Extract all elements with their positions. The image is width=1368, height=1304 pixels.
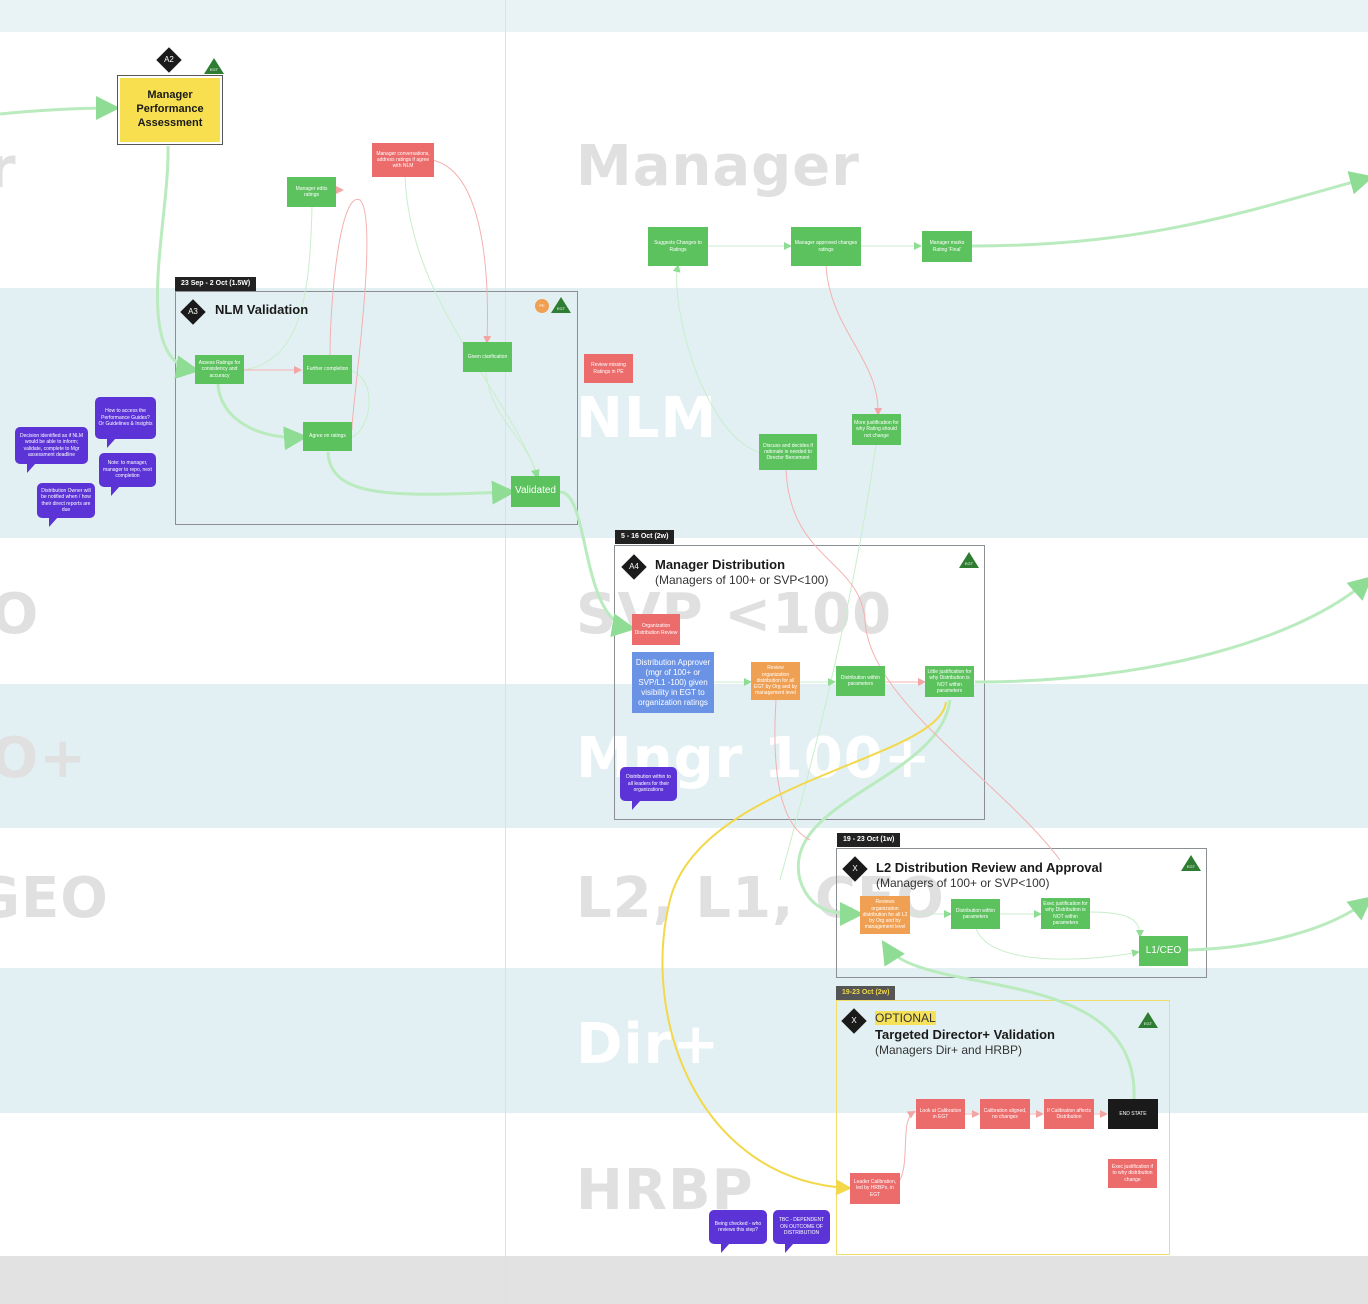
a2-badge: A2 bbox=[164, 55, 174, 64]
connector-a4-exit bbox=[974, 576, 1368, 684]
a3-tag-icon bbox=[551, 297, 571, 313]
node-l2-exec-justification[interactable]: Exec justification for why Distribution … bbox=[1041, 898, 1090, 929]
a4-badge: A4 bbox=[629, 562, 639, 571]
lane-label-left-1: r bbox=[0, 136, 17, 201]
lane-label-dir: Dir+ bbox=[576, 1012, 721, 1077]
l2-title: L2 Distribution Review and Approval bbox=[876, 860, 1103, 875]
connector-incoming-a2 bbox=[0, 96, 120, 121]
node-discuss-and-decides[interactable]: Discuss and decides if rationale is need… bbox=[759, 434, 817, 470]
connector-validated-to-a4 bbox=[559, 490, 636, 637]
connector-a4-to-optional bbox=[661, 701, 947, 1196]
optional-tag-text: EGT bbox=[1143, 1021, 1153, 1026]
node-a4-within-parameters[interactable]: Distribution within parameters bbox=[836, 666, 885, 696]
node-leader-calibration[interactable]: Leader Calibration, led by HRBPs, in EGT bbox=[850, 1173, 900, 1204]
node-l1-ceo[interactable]: L1/CEO bbox=[1139, 936, 1188, 966]
node-l2-within-parameters[interactable]: Distribution within parameters bbox=[951, 899, 1000, 929]
node-more-justification[interactable]: More justification for why Rating should… bbox=[852, 414, 901, 445]
node-validated[interactable]: Validated bbox=[511, 476, 560, 507]
node-manager-approved-changes[interactable]: Manager approved changes ratings bbox=[791, 227, 861, 266]
lane-label-nlm: NLM bbox=[576, 386, 718, 451]
a3-tag-text: EGT bbox=[556, 306, 566, 311]
lane-label-left-4: GEO bbox=[0, 866, 109, 931]
l2-badge: X bbox=[852, 864, 858, 873]
optional-title: Targeted Director+ Validation bbox=[875, 1027, 1056, 1042]
bottom-margin bbox=[0, 1256, 1368, 1304]
node-look-at-calibration[interactable]: Look at Calibration in EGT bbox=[916, 1099, 965, 1129]
optional-frame bbox=[836, 1000, 1170, 1255]
note-manager-to-repo: Note: to manager, manager to repo, next … bbox=[99, 453, 156, 496]
optional-subtitle: (Managers Dir+ and HRBP) bbox=[875, 1043, 1023, 1057]
lane-dir bbox=[0, 968, 1368, 1113]
optional-date-tag: 19-23 Oct (2w) bbox=[836, 986, 896, 1000]
a4-subtitle: (Managers of 100+ or SVP<100) bbox=[655, 573, 829, 587]
node-a4-justification[interactable]: Little justification for why Distributio… bbox=[925, 666, 974, 697]
node-review-missing-ratings[interactable]: Review missing Ratings in PE bbox=[584, 354, 633, 383]
connector-a2-to-assess bbox=[156, 145, 200, 380]
connector-manager-exit bbox=[971, 171, 1368, 248]
a3-frame bbox=[175, 291, 578, 525]
node-optional-exec-justification[interactable]: Exec justification if to why distributio… bbox=[1108, 1159, 1157, 1188]
node-manager-performance-assessment[interactable]: Manager Performance Assessment bbox=[117, 75, 223, 145]
lane-label-left-3: OO+ bbox=[0, 726, 88, 791]
optional-highlight: OPTIONAL bbox=[875, 1011, 936, 1025]
connector-agree-to-validated bbox=[326, 451, 516, 505]
l2-tag-text: EGT bbox=[1186, 864, 1196, 869]
connector-a4-to-l2 bbox=[796, 699, 952, 926]
node-agree-on-ratings[interactable]: Agree on ratings bbox=[303, 422, 352, 451]
a3-date-tag: 23 Sep - 2 Oct (1.5W) bbox=[175, 277, 257, 291]
node-assess-ratings[interactable]: Assess Ratings for consistency and accur… bbox=[195, 355, 244, 384]
a4-title: Manager Distribution bbox=[655, 557, 786, 572]
node-further-completion[interactable]: Further completion bbox=[303, 355, 352, 384]
note-a4-distribution: Distribution within to all leaders for t… bbox=[620, 767, 677, 810]
a3-badge: A3 bbox=[188, 307, 198, 316]
l2-date-tag: 19 - 23 Oct (1w) bbox=[837, 833, 901, 847]
l2-tag-icon bbox=[1181, 855, 1201, 871]
lane-label-left-2: OO bbox=[0, 582, 40, 647]
column-divider bbox=[505, 0, 506, 1304]
node-distribution-approver[interactable]: Distribution Approver (mgr of 100+ or SV… bbox=[632, 652, 714, 713]
node-manager-marks-final[interactable]: Manager marks Rating 'Final' bbox=[922, 231, 972, 262]
optional-badge: X bbox=[851, 1016, 857, 1025]
connector-end-to-l2 bbox=[881, 939, 1136, 1101]
top-margin bbox=[0, 0, 1368, 32]
note-decision-identified: Decision identified as if NLM would be a… bbox=[15, 427, 88, 473]
note-performance-guides: How to access the Performance Guides? Or… bbox=[95, 397, 156, 448]
a3-pe-tag: PE bbox=[535, 299, 549, 313]
a2-tag-text: EGT bbox=[209, 67, 219, 72]
a4-date-tag: 5 - 16 Oct (2w) bbox=[615, 530, 675, 544]
node-if-calibration-affects[interactable]: If Calibration affects Distribution bbox=[1044, 1099, 1094, 1129]
optional-tag-icon bbox=[1138, 1012, 1158, 1028]
node-manager-edits-ratings[interactable]: Manager edits ratings bbox=[287, 177, 336, 207]
a4-tag-text: EGT bbox=[964, 561, 974, 566]
node-calibration-aligned[interactable]: Calibration aligned, no changes bbox=[980, 1099, 1030, 1129]
node-end-state[interactable]: END STATE bbox=[1108, 1099, 1158, 1129]
note-distribution-owner: Distribution Owner will be notified when… bbox=[37, 483, 95, 527]
note-being-checked: Being checked - who reviews this step? bbox=[709, 1210, 767, 1253]
connector-l2-exit bbox=[1187, 896, 1368, 952]
optional-highlight-row: OPTIONAL bbox=[875, 1011, 936, 1025]
a2-tag-icon bbox=[204, 58, 224, 74]
note-tbc-dependent: TBC - DEPENDENT ON OUTCOME OF DISTRIBUTI… bbox=[773, 1210, 830, 1253]
a3-title: NLM Validation bbox=[215, 302, 309, 317]
l2-subtitle: (Managers of 100+ or SVP<100) bbox=[876, 876, 1050, 890]
lane-label-manager: Manager bbox=[576, 134, 860, 199]
node-l2-reviews-org-distribution[interactable]: Reviews organization distribution for al… bbox=[860, 896, 910, 934]
node-suggests-changes[interactable]: Suggests Changes to Ratings bbox=[648, 227, 708, 266]
a4-tag-icon bbox=[959, 552, 979, 568]
node-review-org-distribution[interactable]: Review organization distribution for all… bbox=[751, 662, 800, 700]
node-given-clarification[interactable]: Given clarification bbox=[463, 342, 512, 372]
connector-assess-to-agree bbox=[216, 383, 308, 451]
node-org-distribution-review[interactable]: Organization Distribution Review bbox=[632, 614, 680, 645]
node-manager-conversations[interactable]: Manager conversations, address ratings i… bbox=[372, 143, 434, 177]
